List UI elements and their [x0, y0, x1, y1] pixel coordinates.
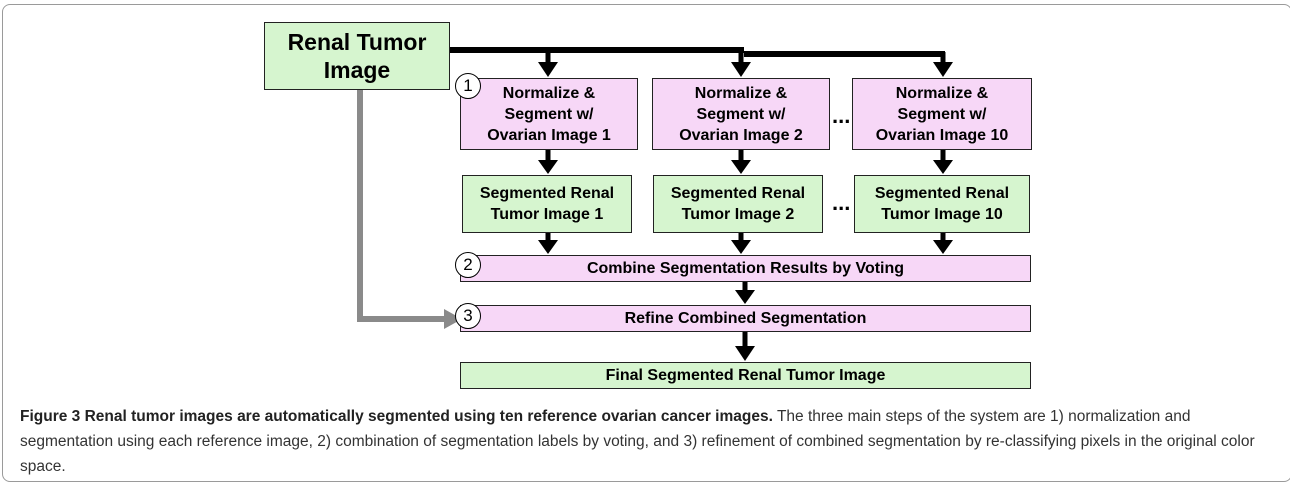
arrowhead — [444, 309, 462, 329]
ellipsis-normalize: ... — [832, 103, 851, 128]
arrowhead — [731, 240, 751, 254]
combine-box-label: Combine Segmentation Results by Voting — [586, 259, 905, 277]
input-box-label: Renal Tumor Image — [287, 29, 427, 83]
normalize-box-label: Normalize & Segment w/ Ovarian Image 10 — [875, 84, 1009, 144]
figure-caption: Figure 3 Renal tumor images are automati… — [20, 404, 1272, 479]
normalize-box-2: Normalize & Segment w/ Ovarian Image 2 — [652, 78, 830, 150]
arrowhead — [933, 240, 953, 254]
step-number-1: 1 — [455, 73, 481, 99]
normalize-box-label: Normalize & Segment w/ Ovarian Image 1 — [487, 84, 611, 144]
arrowhead — [933, 160, 953, 174]
arrowhead — [538, 240, 558, 254]
segmented-box-label: Segmented Renal Tumor Image 2 — [670, 185, 806, 223]
arrowhead — [735, 346, 755, 361]
caption-label: Figure 3 — [20, 408, 81, 425]
segmented-box-10: Segmented Renal Tumor Image 10 — [854, 175, 1030, 233]
flow-arrows — [357, 47, 953, 361]
arrowhead — [735, 290, 755, 304]
segmented-box-1: Segmented Renal Tumor Image 1 — [462, 175, 632, 233]
arrowhead — [933, 62, 953, 77]
refine-box-label: Refine Combined Segmentation — [624, 309, 867, 327]
bypass-arrow — [357, 90, 446, 322]
arrowhead — [731, 62, 751, 77]
step-number-2: 2 — [455, 252, 481, 278]
normalize-box-label: Normalize & Segment w/ Ovarian Image 2 — [679, 84, 803, 144]
arrowhead — [538, 160, 558, 174]
segmented-box-label: Segmented Renal Tumor Image 1 — [479, 185, 615, 223]
normalize-box-1: Normalize & Segment w/ Ovarian Image 1 — [460, 78, 638, 150]
normalize-box-10: Normalize & Segment w/ Ovarian Image 10 — [852, 78, 1032, 150]
refine-box: Refine Combined Segmentation — [460, 305, 1031, 332]
step-number-3: 3 — [455, 303, 481, 329]
ellipsis-segmented: ... — [832, 190, 851, 215]
input-box: Renal Tumor Image — [264, 22, 450, 90]
final-box: Final Segmented Renal Tumor Image — [460, 362, 1031, 389]
caption-title: Renal tumor images are automatically seg… — [84, 408, 773, 425]
segmented-box-label: Segmented Renal Tumor Image 10 — [874, 185, 1010, 223]
arrowhead — [538, 62, 558, 77]
combine-box: Combine Segmentation Results by Voting — [460, 255, 1031, 282]
arrowhead — [731, 160, 751, 174]
segmented-box-2: Segmented Renal Tumor Image 2 — [653, 175, 823, 233]
figure-border — [2, 4, 1290, 482]
final-box-label: Final Segmented Renal Tumor Image — [605, 366, 886, 384]
caption-body: The three main steps of the system are 1… — [20, 408, 1255, 475]
